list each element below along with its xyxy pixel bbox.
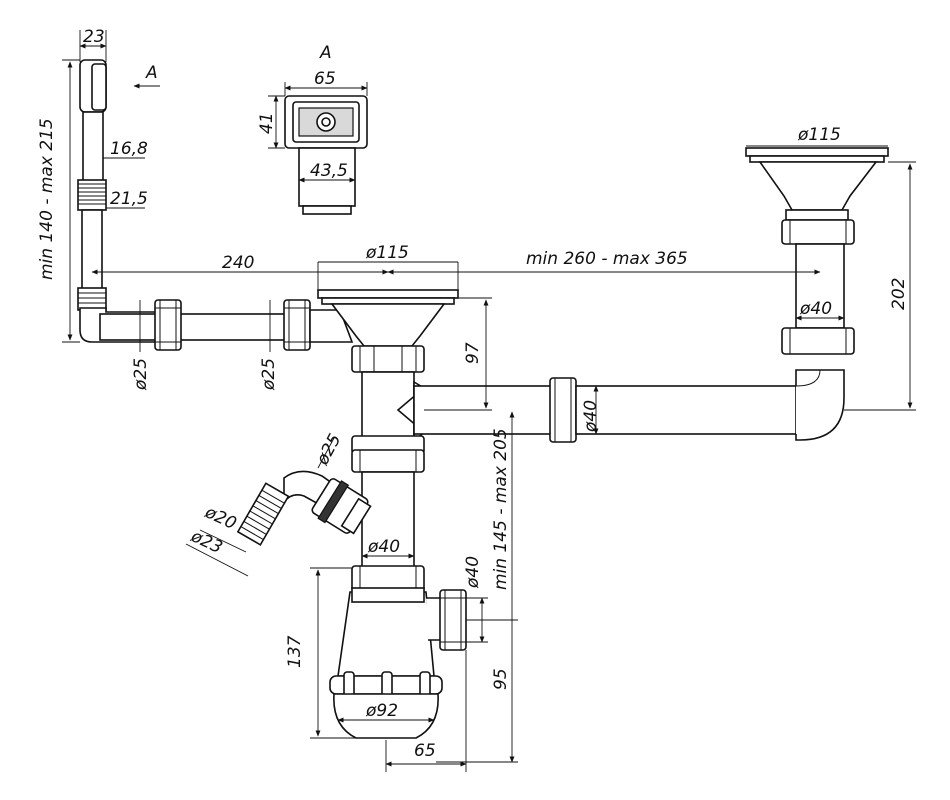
dim-145-205: min 145 - max 205 — [491, 428, 511, 590]
dim-20: ø20 — [201, 502, 239, 534]
right-strainer — [745, 147, 889, 355]
dim-240: 240 — [222, 253, 254, 273]
dim-25-hose: ø25 — [312, 431, 345, 470]
dim-202: 202 — [889, 278, 909, 310]
dim-40-center: ø40 — [367, 537, 400, 557]
overflow-corrugation — [77, 179, 107, 211]
dim-23: 23 — [83, 27, 105, 47]
dim-43-5: 43,5 — [310, 161, 348, 181]
horizontal-connector — [413, 369, 845, 443]
dim-260-365: min 260 - max 365 — [526, 249, 688, 269]
dimension-lines — [62, 30, 916, 772]
dim-65-top: 65 — [314, 69, 336, 89]
dim-21-5: 21,5 — [110, 189, 148, 209]
dim-95: 95 — [491, 668, 511, 690]
dim-16-8: 16,8 — [110, 139, 148, 159]
dim-115-right: ø115 — [797, 125, 841, 145]
dim-40-horiz: ø40 — [581, 400, 601, 433]
dim-41: 41 — [257, 112, 277, 134]
dim-97: 97 — [463, 342, 483, 364]
dim-overflow-height: min 140 - max 215 — [37, 118, 57, 280]
overflow-lower-corrugation — [77, 287, 107, 311]
view-a-label: A — [319, 43, 332, 63]
arrow-a-label: A — [145, 63, 158, 83]
hose-connection — [236, 470, 372, 546]
center-strainer — [317, 289, 459, 373]
dim-40-outlet: ø40 — [463, 556, 483, 589]
dim-25-a: ø25 — [131, 358, 151, 391]
dim-92: ø92 — [365, 701, 398, 721]
overflow-assembly — [77, 59, 354, 351]
dim-115-center: ø115 — [365, 243, 409, 263]
dim-25-b: ø25 — [259, 358, 279, 391]
detail-view-a — [284, 95, 368, 215]
dim-137: 137 — [285, 635, 305, 668]
dim-65-bottom: 65 — [414, 741, 436, 761]
bottle-trap — [329, 587, 467, 739]
dim-40-right: ø40 — [799, 299, 832, 319]
dim-23-hose: ø23 — [187, 526, 225, 558]
